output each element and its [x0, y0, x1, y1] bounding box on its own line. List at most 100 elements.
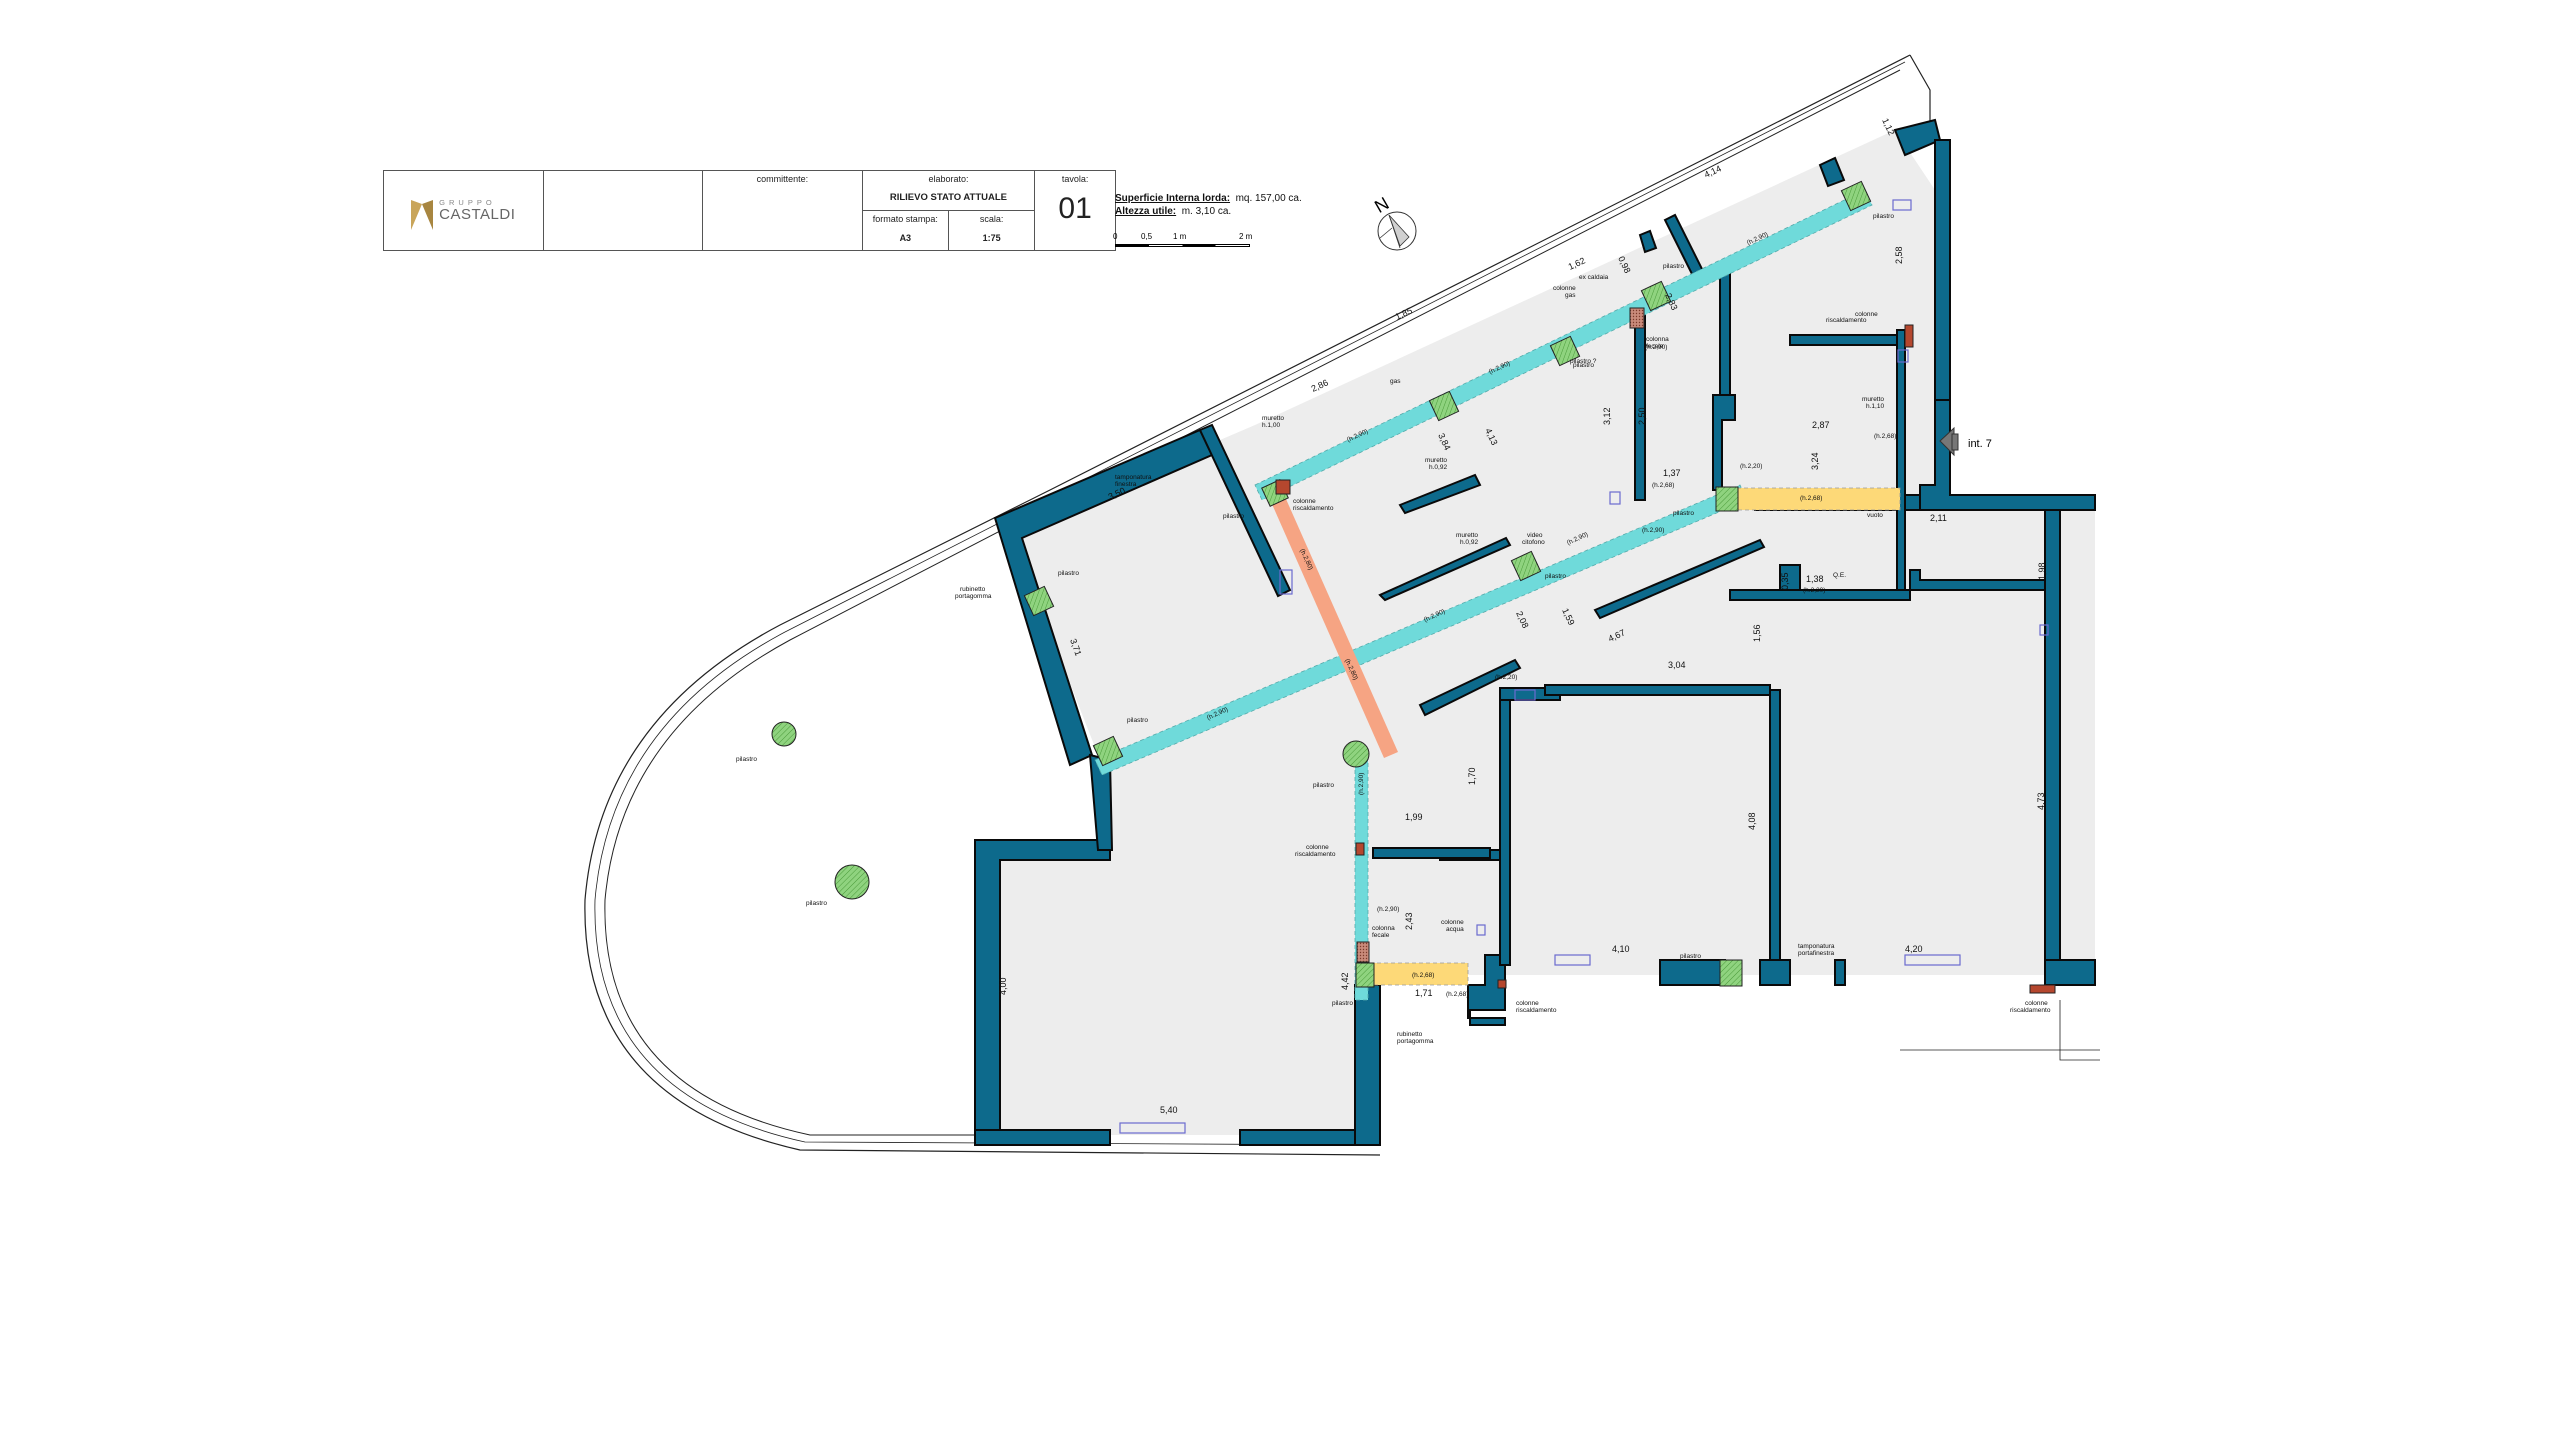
- altezza-label: Altezza utile:: [1115, 206, 1177, 217]
- annotation: h.0,92: [1460, 539, 1478, 546]
- dim-label: 4,00: [998, 977, 1008, 995]
- elaborato-cell: elaborato: RILIEVO STATO ATTUALE formato…: [862, 171, 1036, 250]
- annotation: portagomma: [1397, 1038, 1434, 1045]
- dim-label: 4,73: [2036, 792, 2046, 810]
- annotation: Q.E.: [1833, 572, 1846, 579]
- tavola-number: 01: [1058, 192, 1092, 225]
- committente-label: committente:: [756, 174, 809, 184]
- annotation: colonna: [1646, 336, 1669, 343]
- dim-label: 5,40: [1160, 1105, 1178, 1115]
- annotation: pilastro: [1673, 510, 1694, 517]
- annotation: pilastro: [1332, 1000, 1353, 1007]
- height-label: (h.2,20): [1495, 674, 1517, 681]
- north-arrow-icon: N: [1371, 193, 1417, 251]
- superficie-value: mq. 157,00 ca.: [1235, 193, 1302, 204]
- annotation: riscaldamento: [1293, 505, 1334, 512]
- annotation: h.1,00: [1262, 422, 1280, 429]
- scala-label: scala:: [979, 214, 1004, 224]
- dim-label: 0,35: [1780, 572, 1790, 590]
- annotation: colonne: [1516, 1000, 1539, 1007]
- dim-label: 4,20: [1905, 944, 1923, 954]
- annotation: muretto: [1456, 532, 1478, 539]
- annotation: riscaldamento: [1516, 1007, 1557, 1014]
- company-logo: GRUPPO CASTALDI: [384, 171, 544, 250]
- annotation: portafinestra: [1798, 950, 1835, 957]
- dim-label: 4,14: [1703, 163, 1723, 179]
- annotation: fecale: [1646, 343, 1664, 350]
- annotation: pilastro: [736, 756, 757, 763]
- annotation: pilastro: [1663, 263, 1684, 270]
- dim-label: 4,08: [1747, 812, 1757, 830]
- scale-tick: 1 m: [1173, 232, 1187, 241]
- scale-bar: 0 0,5 1 m 2 m: [1113, 232, 1255, 252]
- height-label: (h.2,90): [1645, 344, 1667, 351]
- dim-label: 1,71: [1415, 988, 1433, 998]
- annotation: finestra: [1115, 481, 1137, 488]
- annotation: pilastro ?: [1570, 358, 1597, 365]
- scale-bar-graphic: [1115, 244, 1250, 247]
- scale-tick: 2 m: [1239, 232, 1253, 241]
- scale-tick: 0: [1113, 232, 1118, 241]
- annotation: pilastro: [1313, 782, 1334, 789]
- annotation: acqua: [1446, 926, 1464, 933]
- beam-h280: [1268, 490, 1398, 758]
- scale-tick: 0,5: [1141, 232, 1153, 241]
- annotation: rubinetto: [960, 586, 986, 593]
- annotation: colonne: [1855, 311, 1878, 318]
- scala-cell: scala: 1:75: [949, 211, 1034, 250]
- formato-label: formato stampa:: [872, 214, 938, 224]
- dim-label: 1,56: [1752, 624, 1762, 642]
- floor-area: [980, 130, 2095, 1135]
- annotation: h.0,92: [1429, 464, 1447, 471]
- height-label: (h.2,90): [1358, 773, 1365, 795]
- entrance-arrow-icon: int. 7: [1939, 426, 1992, 457]
- dim-label: 2,86: [1310, 377, 1330, 393]
- annotation: colonne: [1306, 844, 1329, 851]
- annotation: pilastro: [1223, 513, 1244, 520]
- annotation: riscaldamento: [1826, 317, 1867, 324]
- sewer-columns: [1356, 307, 1645, 963]
- dim-label: 4,10: [1612, 944, 1630, 954]
- formato-cell: formato stampa: A3: [863, 211, 949, 250]
- entrance-label: int. 7: [1968, 438, 1992, 450]
- annotation: colonna: [1372, 925, 1395, 932]
- annotation: colonne: [1441, 919, 1464, 926]
- annotation: gas: [1565, 292, 1576, 299]
- dim-label: 4,42: [1340, 972, 1350, 990]
- annotation: muretto: [1262, 415, 1284, 422]
- scala-value: 1:75: [982, 233, 1001, 243]
- dim-label: 3,12: [1602, 407, 1612, 425]
- annotation: portagomma: [955, 593, 992, 600]
- height-label: (h.2,68): [1446, 991, 1468, 998]
- dim-label: 1,98: [2037, 562, 2047, 580]
- dim-label: 2,43: [1404, 912, 1414, 930]
- dim-label: 1,62: [1567, 255, 1587, 271]
- dim-label: 1,70: [1467, 767, 1477, 785]
- annotation: pilastro: [1680, 953, 1701, 960]
- annotation: video: [1527, 532, 1543, 539]
- radiators: [1119, 199, 2049, 1134]
- dimension-labels: 3,50 3,71 2,86 1,85 1,62 0,98 4,14 1,12 …: [998, 117, 2047, 1115]
- annotation: tamponatura: [1115, 474, 1152, 481]
- dim-label: 3,04: [1668, 660, 1686, 670]
- height-label: (h.2,68): [1874, 433, 1896, 440]
- annotation: tamponatura: [1798, 943, 1835, 950]
- dim-label: 2,58: [1894, 246, 1904, 264]
- annotation: muretto: [1425, 457, 1447, 464]
- dim-label: 1,37: [1663, 468, 1681, 478]
- height-label: (h.2,20): [1740, 463, 1762, 470]
- annotation: pilastro: [1545, 573, 1566, 580]
- annotation: pilastro: [1573, 362, 1594, 369]
- committente-cell: committente:: [703, 171, 863, 250]
- superficie-label: Superficie Interna lorda:: [1115, 193, 1231, 204]
- dim-label: 2,50: [1637, 407, 1647, 425]
- dim-label: 2,11: [1930, 513, 1947, 523]
- annotation: vuoto: [1867, 512, 1883, 519]
- height-label: (h.2,90): [1377, 906, 1399, 913]
- height-label: (h.2,90): [1642, 527, 1664, 534]
- annotation: colonne: [1293, 498, 1316, 505]
- height-label: (h.2,68): [1800, 495, 1822, 502]
- tavola-cell: tavola: 01: [1035, 171, 1115, 250]
- annotation: pilastro: [1127, 717, 1148, 724]
